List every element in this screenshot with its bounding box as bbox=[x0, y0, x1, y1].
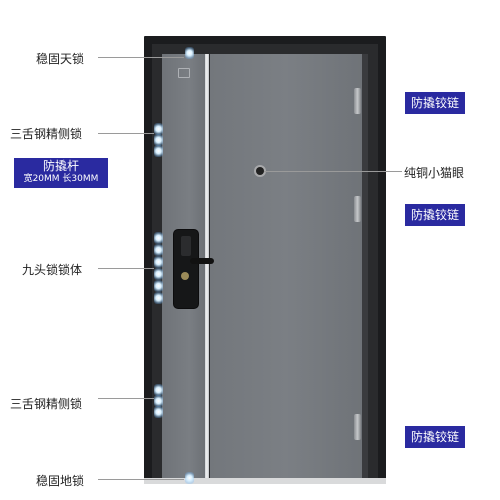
hinge-bottom bbox=[354, 414, 361, 440]
side-bolt-bottom-2 bbox=[154, 395, 163, 407]
label-top-lock: 稳固天锁 bbox=[36, 52, 85, 66]
side-bolt-top-3 bbox=[154, 145, 163, 157]
nine-head-bolt-2 bbox=[154, 244, 163, 256]
label-peephole: 纯铜小猫眼 bbox=[404, 166, 465, 180]
leader-side-bolt-bottom bbox=[98, 398, 154, 399]
label-side-bolt-bottom: 三舌钢精侧锁 bbox=[10, 397, 83, 411]
hinge-badge-bottom: 防撬铰链 bbox=[405, 426, 466, 448]
label-nine-head-lock: 九头锁锁体 bbox=[22, 263, 83, 277]
anti-pry-rod-badge: 防撬杆 宽20MM 长30MM bbox=[14, 158, 108, 188]
label-side-bolt-top: 三舌钢精侧锁 bbox=[10, 127, 83, 141]
hinge-badge-middle: 防撬铰链 bbox=[405, 204, 466, 226]
top-bolt-glow bbox=[185, 47, 194, 59]
side-bolt-top-2 bbox=[154, 134, 163, 146]
hinge-top bbox=[354, 88, 361, 114]
floor-bolt-glow bbox=[185, 472, 194, 484]
side-bolt-top-1 bbox=[154, 123, 163, 135]
door-decorative-strip bbox=[205, 54, 209, 478]
lock-keypad bbox=[181, 236, 191, 256]
anti-pry-rod-title: 防撬杆 bbox=[42, 159, 79, 173]
door-leaf-main-panel bbox=[210, 54, 362, 478]
leader-top-lock bbox=[98, 57, 184, 58]
nine-head-bolt-4 bbox=[154, 268, 163, 280]
anti-pry-rod-spec: 宽20MM 长30MM bbox=[23, 174, 99, 184]
nine-head-bolt-1 bbox=[154, 232, 163, 244]
nine-head-bolt-5 bbox=[154, 280, 163, 292]
leader-floor-lock bbox=[98, 479, 184, 480]
keyhole-icon bbox=[181, 272, 189, 280]
leader-side-bolt-top bbox=[98, 133, 154, 134]
leader-nine-head-lock bbox=[98, 268, 154, 269]
door-threshold bbox=[144, 478, 386, 484]
lock-handle bbox=[190, 258, 214, 264]
side-bolt-bottom-1 bbox=[154, 384, 163, 396]
label-floor-lock: 稳固地锁 bbox=[36, 474, 85, 488]
leader-peephole bbox=[264, 171, 402, 172]
hinge-middle bbox=[354, 196, 361, 222]
brand-plate bbox=[178, 68, 190, 78]
peephole-icon bbox=[256, 167, 264, 175]
door-leaf-edge bbox=[362, 54, 368, 478]
nine-head-bolt-6 bbox=[154, 292, 163, 304]
side-bolt-bottom-3 bbox=[154, 406, 163, 418]
nine-head-bolt-3 bbox=[154, 256, 163, 268]
hinge-badge-top: 防撬铰链 bbox=[405, 92, 466, 114]
